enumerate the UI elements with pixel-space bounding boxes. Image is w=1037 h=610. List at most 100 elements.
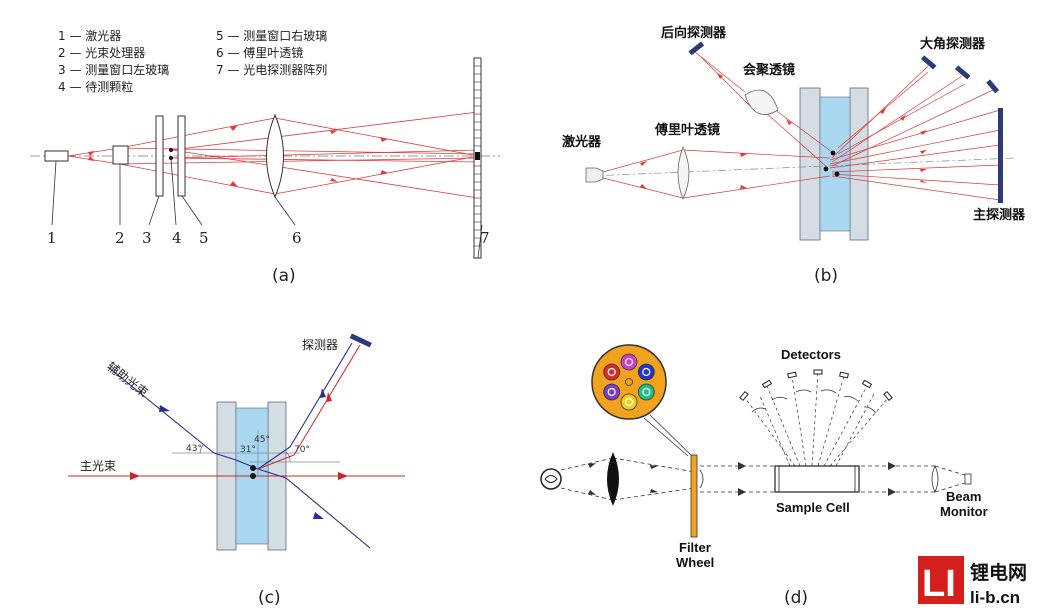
- beam-arrow: [588, 490, 596, 495]
- beam-arrow: [888, 488, 896, 496]
- lamp: [540, 468, 562, 490]
- legend-item-6: 6 — 傅里叶透镜: [216, 45, 303, 60]
- detector-element: [787, 371, 797, 379]
- label-focus-lens: 会聚透镜: [743, 62, 795, 77]
- detector-element: [861, 379, 873, 389]
- label-num-5: 5: [199, 229, 209, 247]
- detector-element: [813, 369, 823, 375]
- caption-c: (c): [258, 588, 281, 608]
- detector-array: [473, 57, 482, 259]
- panel-a-ray-arrows: [88, 125, 388, 187]
- legend-item-4: 4 — 待测颗粒: [58, 79, 133, 94]
- condenser-lens: [607, 452, 619, 506]
- detector-element: [739, 390, 749, 402]
- label-wheel: Wheel: [676, 555, 714, 570]
- inset-pointer: [649, 414, 693, 457]
- label-detectors: Detectors: [781, 347, 841, 362]
- logo-domain: li-b.cn: [970, 588, 1020, 607]
- filter-position-2: [620, 353, 638, 371]
- beam-arrow: [738, 462, 746, 470]
- angle-43: 43°: [186, 444, 202, 454]
- label-num-1: 1: [47, 229, 57, 247]
- label-back-detector: 后向探测器: [661, 25, 727, 40]
- sample-cell: [774, 465, 860, 493]
- label-num-2: 2: [115, 229, 125, 247]
- aux-beam-arrow: [159, 405, 170, 412]
- label-sample-cell: Sample Cell: [776, 500, 850, 515]
- panel-a-legend: 1 — 激光器 2 — 光束处理器 3 — 测量窗口左玻璃 4 — 待测颗粒 5…: [58, 28, 327, 94]
- label-monitor: Monitor: [940, 504, 988, 519]
- focusing-lens: [744, 89, 779, 115]
- main-beam-arrow: [130, 472, 140, 480]
- fourier-lens: [266, 113, 284, 199]
- scattered-beam: [257, 344, 361, 470]
- caption-a: (a): [272, 266, 296, 286]
- scattered-beam-arrow: [326, 392, 332, 402]
- wide-angle-detector: [920, 55, 937, 70]
- particle: [834, 171, 840, 177]
- left-window-glass: [155, 115, 164, 197]
- logo-box: [918, 556, 964, 604]
- monitor-lens: [931, 465, 939, 493]
- particle: [169, 148, 173, 152]
- particle: [250, 473, 256, 479]
- filter-wheel-hub: [625, 378, 633, 386]
- beam-processor: [112, 145, 129, 165]
- filter-position-ring: [607, 387, 616, 397]
- label-main-beam: 主光束: [80, 459, 116, 473]
- caption-d: (d): [784, 588, 808, 608]
- label-fourier-lens: 傅里叶透镜: [654, 122, 720, 137]
- panel-b-ray-arrows: [640, 73, 927, 189]
- legend-item-5: 5 — 测量窗口右玻璃: [216, 28, 327, 43]
- filter-position-ring: [642, 367, 651, 377]
- detector-element: [761, 379, 773, 389]
- filter-position-4: [637, 383, 655, 401]
- label-wide-detector: 大角探测器: [920, 36, 986, 51]
- label-detector: 探测器: [302, 338, 338, 352]
- main-detector: [998, 108, 1003, 203]
- fourier-lens: [677, 145, 690, 201]
- filter-position-ring: [624, 357, 634, 367]
- particle: [250, 465, 256, 471]
- label-num-7: 7: [480, 229, 490, 247]
- angle-arc: [285, 451, 291, 463]
- filter-position-3: [637, 363, 655, 381]
- legend-item-7: 7 — 光电探测器阵列: [216, 63, 327, 77]
- beam-arrow: [888, 462, 896, 470]
- filter-position-ring: [607, 367, 616, 377]
- beam-arrow: [738, 488, 746, 496]
- angle-45: 45°: [254, 435, 270, 445]
- panel-d-beam: [560, 457, 969, 501]
- label-aux-beam: 辅助光束: [104, 359, 150, 400]
- cell-fluid: [819, 96, 851, 232]
- detector-rays: [744, 371, 889, 467]
- beam-arrow: [650, 465, 658, 469]
- filter-position-ring: [624, 397, 634, 407]
- wide-angle-detector: [954, 65, 971, 80]
- label-main-detector: 主探测器: [973, 207, 1026, 222]
- filter-position-1: [603, 363, 621, 381]
- beam-monitor: [964, 473, 972, 485]
- main-beam-arrow: [338, 472, 348, 480]
- aux-beam-arrow: [313, 512, 324, 519]
- leader-lines: [51, 157, 483, 259]
- watermark-logo: LI 锂电网 li-b.cn: [918, 556, 1027, 607]
- angle-31: 31°: [240, 445, 256, 455]
- filter-positions: [603, 353, 655, 411]
- lamp-filament: [544, 475, 558, 483]
- inset-pointer: [643, 417, 689, 457]
- angle-70: 70°: [294, 445, 310, 455]
- detector-lenses: [751, 389, 877, 414]
- back-detector: [688, 41, 705, 56]
- label-beam: Beam: [946, 489, 981, 504]
- panel-a: 1 — 激光器 2 — 光束处理器 3 — 测量窗口左玻璃 4 — 待测颗粒 5…: [30, 28, 500, 286]
- wide-angle-detector: [986, 79, 1000, 94]
- laser-body: [44, 150, 69, 162]
- aux-beam-arrow: [320, 388, 326, 398]
- laser-body: [585, 167, 604, 183]
- label-filter: Filter: [679, 540, 711, 555]
- panel-b: 后向探测器 会聚透镜 大角探测器 激光器 傅里叶透镜 主探测器 (b): [562, 25, 1026, 286]
- optical-axis: [589, 157, 1016, 177]
- panel-c: 43° 45° 31° 70° 探测器 辅助光束 主光束 (c): [68, 333, 405, 608]
